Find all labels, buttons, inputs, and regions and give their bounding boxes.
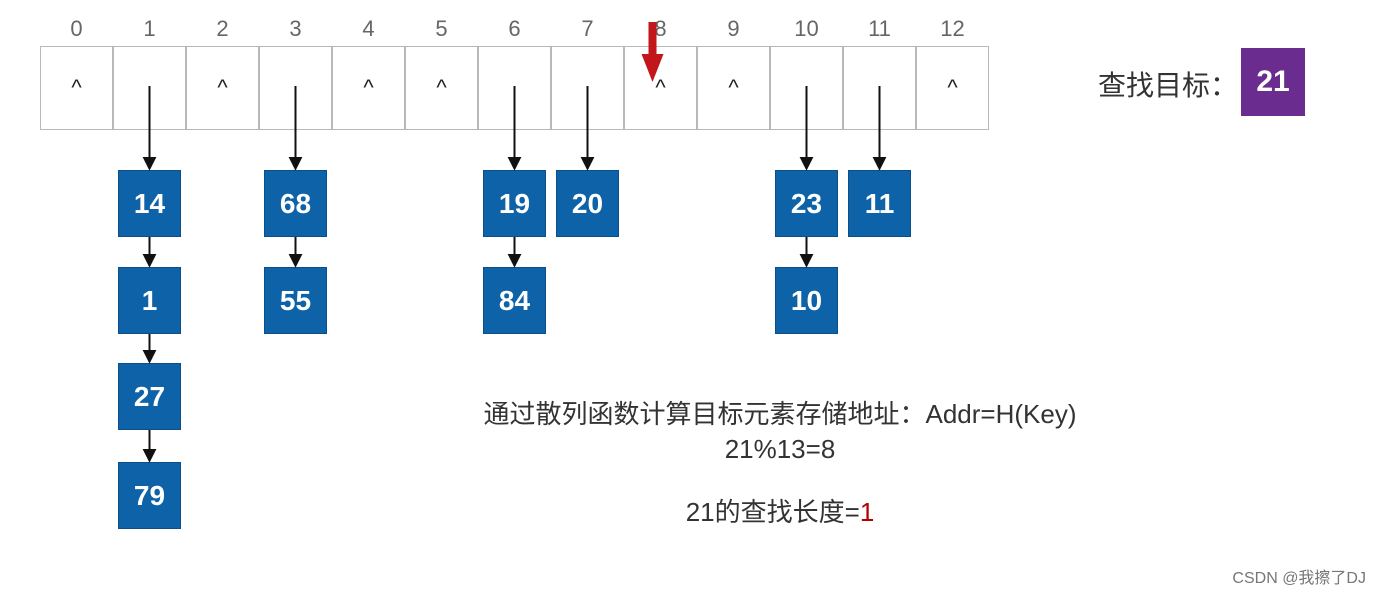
slot-index-8: 8 bbox=[654, 16, 667, 41]
watermark: CSDN @我擦了DJ bbox=[1232, 570, 1366, 587]
table-slot-9: ^ bbox=[697, 46, 770, 130]
red-pointer-arrow-shaft bbox=[648, 22, 657, 58]
hash-function-text: 通过散列函数计算目标元素存储地址：Addr=H(Key) bbox=[483, 399, 1077, 429]
chain-node: 14 bbox=[118, 170, 181, 237]
table-slot-4: ^ bbox=[332, 46, 405, 130]
slot-index-3: 3 bbox=[289, 16, 302, 41]
slot-index-4: 4 bbox=[362, 16, 375, 41]
chain-node: 27 bbox=[118, 363, 181, 430]
chain-node: 19 bbox=[483, 170, 546, 237]
slot-index-7: 7 bbox=[581, 16, 594, 41]
red-pointer-arrow-head bbox=[641, 54, 664, 82]
table-slot-0: ^ bbox=[40, 46, 113, 130]
chain-node: 79 bbox=[118, 462, 181, 529]
slot-index-2: 2 bbox=[216, 16, 229, 41]
slot-index-6: 6 bbox=[508, 16, 521, 41]
table-slot-12: ^ bbox=[916, 46, 989, 130]
search-length-value: 1 bbox=[859, 497, 875, 527]
slot-index-0: 0 bbox=[70, 16, 83, 41]
search-length-label: 21的查找长度= bbox=[685, 497, 860, 527]
chain-node: 55 bbox=[264, 267, 327, 334]
search-target-box: 21 bbox=[1241, 48, 1305, 116]
search-length-text: 21的查找长度=1 bbox=[430, 492, 1130, 529]
slot-index-10: 10 bbox=[794, 16, 819, 41]
slot-index-11: 11 bbox=[868, 16, 891, 41]
chain-node: 23 bbox=[775, 170, 838, 237]
slot-index-5: 5 bbox=[435, 16, 448, 41]
table-slot-2: ^ bbox=[186, 46, 259, 130]
search-target-label: 查找目标： bbox=[1098, 70, 1239, 101]
hash-computation-text: 21%13=8 bbox=[724, 434, 836, 464]
chain-node: 11 bbox=[848, 170, 911, 237]
chain-node: 10 bbox=[775, 267, 838, 334]
slot-index-9: 9 bbox=[727, 16, 740, 41]
slot-index-1: 1 bbox=[143, 16, 156, 41]
table-slot-5: ^ bbox=[405, 46, 478, 130]
chain-node: 68 bbox=[264, 170, 327, 237]
chain-node: 1 bbox=[118, 267, 181, 334]
chain-node: 84 bbox=[483, 267, 546, 334]
slot-index-12: 12 bbox=[940, 16, 965, 41]
